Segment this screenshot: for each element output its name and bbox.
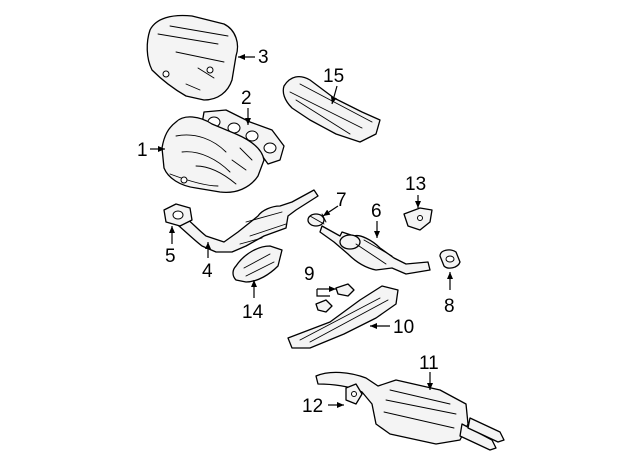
callout-14: 14 bbox=[242, 302, 264, 323]
callout-7: 7 bbox=[336, 190, 347, 211]
callout-2: 2 bbox=[241, 88, 252, 109]
callout-labels: 1 2 3 4 5 6 7 8 9 10 11 12 13 14 15 bbox=[137, 47, 455, 417]
part-12-mounting-bracket[interactable] bbox=[345, 383, 363, 405]
callout-3: 3 bbox=[258, 47, 269, 68]
part-8-clamp[interactable] bbox=[439, 249, 461, 269]
leader-15 bbox=[330, 85, 338, 105]
part-9-hanger-bolts[interactable] bbox=[315, 283, 355, 313]
callout-8: 8 bbox=[444, 296, 455, 317]
callout-9: 9 bbox=[304, 264, 315, 285]
leader-7 bbox=[322, 205, 339, 217]
leader-9 bbox=[316, 289, 330, 297]
callout-11: 11 bbox=[419, 353, 439, 374]
callout-4: 4 bbox=[202, 261, 213, 282]
part-7-clamp[interactable] bbox=[307, 213, 327, 227]
part-10-center-heat-shield[interactable] bbox=[287, 285, 399, 349]
part-13-hanger-bracket[interactable] bbox=[403, 207, 433, 231]
part-11-muffler-tailpipe[interactable] bbox=[315, 371, 505, 451]
part-3-upper-heat-shield[interactable] bbox=[146, 14, 239, 101]
part-5-flange-gasket[interactable] bbox=[163, 203, 193, 227]
callout-5: 5 bbox=[165, 246, 176, 267]
part-6-intermediate-pipe-resonator[interactable] bbox=[319, 225, 431, 275]
part-14-converter-heat-shield[interactable] bbox=[232, 245, 283, 283]
callout-6: 6 bbox=[371, 201, 382, 222]
callout-12: 12 bbox=[302, 396, 323, 417]
callout-15: 15 bbox=[323, 66, 344, 87]
callout-1: 1 bbox=[137, 140, 148, 161]
callout-10: 10 bbox=[393, 317, 414, 338]
leader-lines bbox=[150, 54, 453, 408]
callout-13: 13 bbox=[405, 174, 426, 195]
